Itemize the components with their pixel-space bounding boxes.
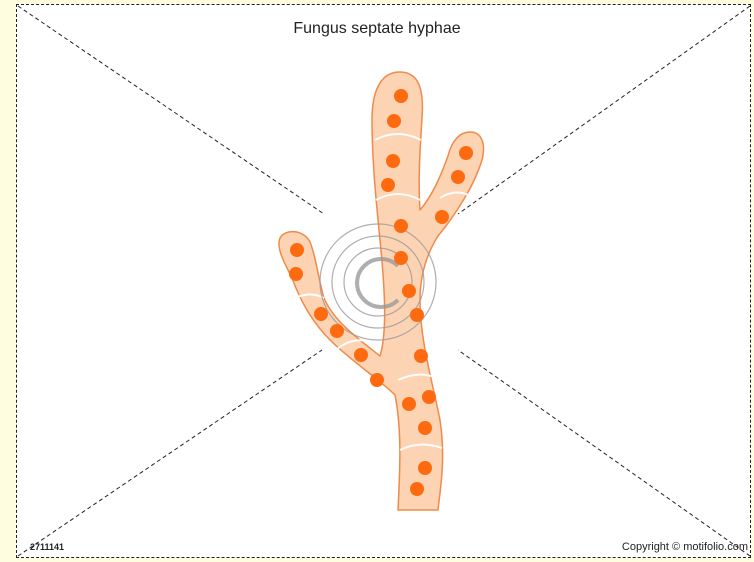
nucleus xyxy=(387,114,401,128)
nucleus xyxy=(386,154,400,168)
cross-line-bottom-left xyxy=(18,350,322,556)
nucleus xyxy=(410,308,424,322)
nucleus xyxy=(451,170,465,184)
nucleus xyxy=(402,397,416,411)
nucleus xyxy=(414,349,428,363)
nucleus xyxy=(290,243,304,257)
nucleus xyxy=(381,178,395,192)
nucleus xyxy=(459,146,473,160)
nucleus xyxy=(354,348,368,362)
nucleus xyxy=(394,219,408,233)
nucleus xyxy=(418,421,432,435)
figure-code: 2711141 xyxy=(30,542,64,552)
nucleus xyxy=(422,390,436,404)
nucleus xyxy=(410,482,424,496)
nucleus xyxy=(370,373,384,387)
nucleus xyxy=(418,461,432,475)
diagram-title: Fungus septate hyphae xyxy=(0,20,754,38)
nucleus xyxy=(330,324,344,338)
nucleus xyxy=(435,210,449,224)
cross-line-bottom-right xyxy=(458,350,750,556)
copyright-notice: Copyright © motifolio.com xyxy=(622,541,748,553)
nucleus xyxy=(314,307,328,321)
nucleus xyxy=(394,89,408,103)
nucleus xyxy=(402,284,416,298)
nucleus xyxy=(289,267,303,281)
nucleus xyxy=(394,251,408,265)
